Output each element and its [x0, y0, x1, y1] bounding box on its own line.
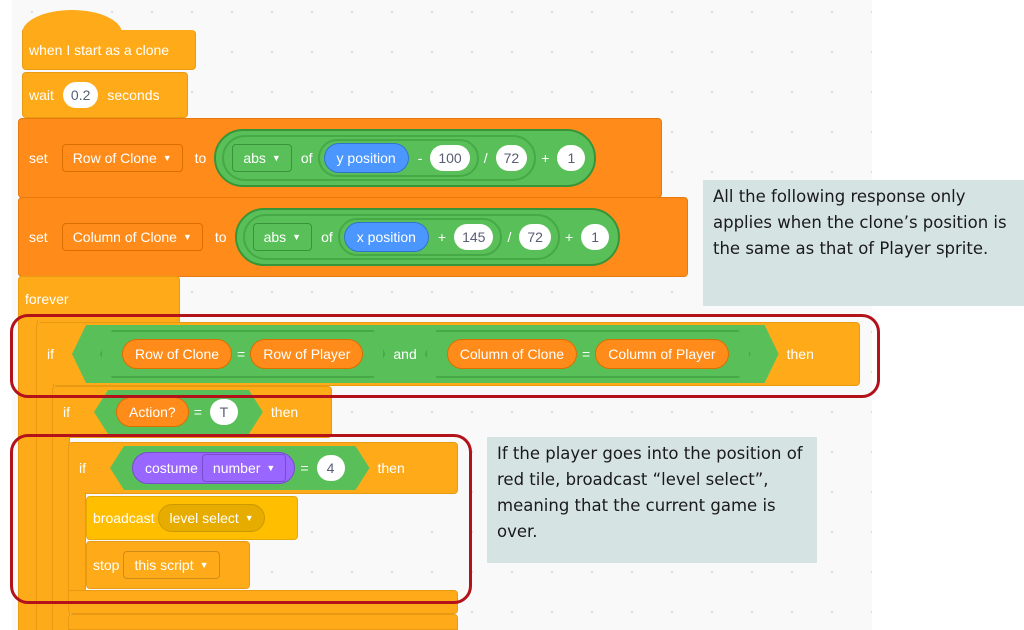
column-of-clone-reporter[interactable]: Column of Clone	[447, 339, 577, 369]
costume-option: number	[212, 460, 261, 476]
if-action-block[interactable]: if Action? = T then	[52, 386, 332, 438]
if-label: if	[79, 460, 86, 476]
divide-sign: /	[483, 150, 488, 166]
function-name: abs	[243, 150, 266, 166]
wait-block[interactable]: wait 0.2 seconds	[22, 72, 188, 118]
wait-seconds-input[interactable]: 0.2	[62, 82, 99, 108]
equals-sign: =	[193, 404, 202, 420]
chevron-down-icon: ▼	[271, 153, 281, 163]
number-input-145[interactable]: 145	[454, 224, 494, 250]
divide-operator[interactable]: abs ▼ of y position - 100 / 72	[222, 135, 537, 181]
stop-option-dropdown[interactable]: this script ▼	[123, 551, 220, 579]
broadcast-message: level select	[169, 510, 239, 526]
chevron-down-icon: ▼	[182, 232, 192, 242]
number-input-1[interactable]: 1	[581, 224, 610, 250]
stop-option: this script	[134, 557, 194, 573]
stop-block[interactable]: stop this script ▼	[86, 541, 250, 589]
column-of-player-reporter[interactable]: Column of Player	[595, 339, 728, 369]
set-column-of-clone-block[interactable]: set Column of Clone ▼ to abs ▼ of x posi…	[18, 197, 688, 277]
number-input-72[interactable]: 72	[495, 145, 528, 171]
costume-option-dropdown[interactable]: number ▼	[202, 454, 286, 482]
and-operator[interactable]: Row of Clone = Row of Player and Column …	[72, 325, 779, 383]
number-input-72[interactable]: 72	[519, 224, 551, 250]
subtract-operator[interactable]: y position - 100	[317, 139, 479, 177]
variable-name: Row of Clone	[72, 150, 157, 166]
equals-sign: =	[300, 460, 309, 476]
plus-sign: +	[541, 150, 550, 166]
if-costume-arm	[68, 492, 86, 592]
position-condition-highlight	[10, 314, 880, 398]
add-operator[interactable]: abs ▼ of y position - 100 / 72 + 1	[214, 129, 597, 187]
seconds-label: seconds	[107, 87, 160, 103]
number-input-100[interactable]: 100	[430, 145, 470, 171]
add-operator[interactable]: abs ▼ of x position + 145 / 72 + 1	[234, 208, 621, 266]
and-label: and	[393, 346, 417, 362]
divide-operator[interactable]: abs ▼ of x position + 145 / 72	[242, 214, 560, 260]
equals-operator-column[interactable]: Column of Clone = Column of Player	[425, 330, 751, 378]
variable-name: Column of Clone	[72, 229, 177, 245]
broadcast-message-dropdown[interactable]: level select ▼	[158, 504, 265, 532]
function-name: abs	[263, 229, 287, 245]
hat-label: when I start as a clone	[29, 41, 170, 58]
equals-operator-row[interactable]: Row of Clone = Row of Player	[100, 330, 385, 378]
x-position-reporter[interactable]: x position	[343, 222, 429, 252]
costume-condition-highlight	[10, 434, 472, 604]
plus-sign: +	[437, 229, 447, 245]
number-input-1[interactable]: 1	[557, 145, 586, 171]
row-of-clone-reporter[interactable]: Row of Clone	[122, 339, 232, 369]
plus-sign: +	[564, 229, 574, 245]
when-i-start-as-clone-block[interactable]: when I start as a clone	[22, 30, 196, 70]
forever-label: forever	[25, 291, 69, 307]
of-label: of	[300, 150, 313, 166]
if-label: if	[63, 404, 70, 420]
broadcast-block[interactable]: broadcast level select ▼	[86, 496, 298, 540]
set-row-of-clone-block[interactable]: set Row of Clone ▼ to abs ▼ of y positio…	[18, 118, 662, 198]
add-operator-inner[interactable]: x position + 145	[337, 218, 503, 256]
if-costume-block[interactable]: if costume number ▼ = 4 then	[68, 442, 458, 494]
action-value-input[interactable]: T	[210, 399, 238, 425]
to-label: to	[214, 229, 227, 245]
action-reporter[interactable]: Action?	[116, 397, 189, 427]
set-label: set	[29, 229, 48, 245]
of-label: of	[321, 229, 333, 245]
next-block-partial	[68, 614, 458, 630]
note-position-condition: All the following response only applies …	[703, 180, 1024, 306]
divide-sign: /	[507, 229, 512, 245]
set-label: set	[29, 150, 48, 166]
equals-sign: =	[582, 346, 591, 362]
variable-dropdown[interactable]: Column of Clone ▼	[61, 223, 203, 251]
costume-value-input[interactable]: 4	[317, 455, 345, 481]
stop-label: stop	[93, 557, 120, 573]
y-position-reporter[interactable]: y position	[323, 143, 409, 173]
minus-sign: -	[417, 150, 423, 166]
equals-sign: =	[237, 346, 246, 362]
variable-dropdown[interactable]: Row of Clone ▼	[61, 144, 183, 172]
math-function-dropdown[interactable]: abs ▼	[252, 223, 313, 251]
costume-reporter[interactable]: costume number ▼	[132, 452, 295, 484]
row-of-player-reporter[interactable]: Row of Player	[250, 339, 363, 369]
then-label: then	[270, 404, 299, 420]
if-label: if	[47, 346, 54, 362]
broadcast-label: broadcast	[93, 510, 155, 526]
chevron-down-icon: ▼	[244, 513, 254, 523]
chevron-down-icon: ▼	[162, 153, 172, 163]
note-level-select: If the player goes into the position of …	[487, 437, 817, 563]
chevron-down-icon: ▼	[199, 560, 209, 570]
then-label: then	[377, 460, 405, 476]
chevron-down-icon: ▼	[292, 232, 302, 242]
costume-label: costume	[145, 460, 198, 476]
math-function-dropdown[interactable]: abs ▼	[232, 144, 292, 172]
then-label: then	[786, 346, 814, 362]
equals-operator[interactable]: costume number ▼ = 4	[110, 446, 370, 490]
chevron-down-icon: ▼	[266, 463, 276, 473]
to-label: to	[194, 150, 207, 166]
wait-label: wait	[29, 87, 54, 103]
if-position-match-block[interactable]: if Row of Clone = Row of Player and Colu…	[36, 322, 860, 386]
